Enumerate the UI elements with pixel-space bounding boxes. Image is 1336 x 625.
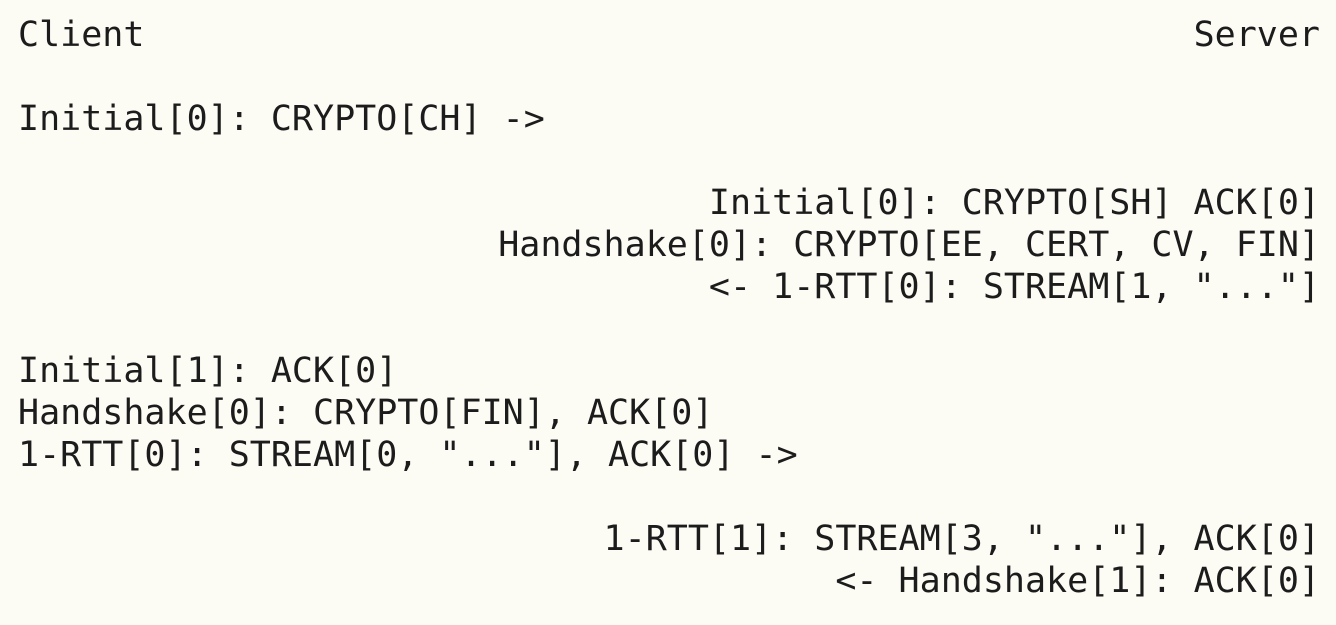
- client-message: Handshake[0]: CRYPTO[FIN], ACK[0]: [18, 393, 714, 433]
- server-message: <- 1-RTT[0]: STREAM[1, "..."]: [708, 267, 1320, 307]
- client-message: Initial[0]: CRYPTO[CH] ->: [18, 99, 545, 139]
- client-message: 1-RTT[0]: STREAM[0, "..."], ACK[0] ->: [18, 435, 798, 475]
- server-header: Server: [1193, 15, 1320, 55]
- client-message: Initial[1]: ACK[0]: [18, 351, 398, 391]
- server-message: <- Handshake[1]: ACK[0]: [835, 561, 1320, 601]
- server-message: Handshake[0]: CRYPTO[EE, CERT, CV, FIN]: [498, 225, 1320, 265]
- client-header: Client: [18, 15, 145, 55]
- server-message: Initial[0]: CRYPTO[SH] ACK[0]: [708, 183, 1320, 223]
- server-message: 1-RTT[1]: STREAM[3, "..."], ACK[0]: [603, 519, 1320, 559]
